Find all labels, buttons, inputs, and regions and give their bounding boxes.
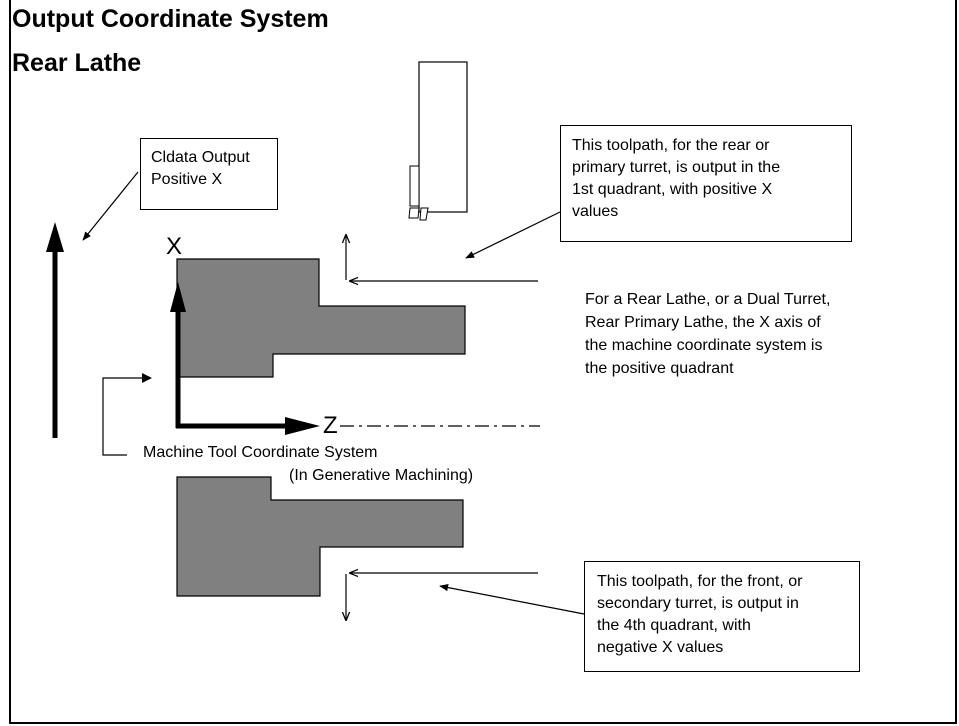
rear-callout-line: values xyxy=(572,203,619,220)
front-callout-leader-arrow xyxy=(439,584,585,615)
rear-callout-line: primary turret, is output in the xyxy=(572,159,781,176)
cldata-output-line1: Cldata Output xyxy=(151,149,250,166)
cldata-output-line2: Positive X xyxy=(151,171,223,188)
machine-label-bracket-head xyxy=(142,373,152,383)
note-line: For a Rear Lathe, or a Dual Turret, xyxy=(585,291,831,308)
note-line: Rear Primary Lathe, the X axis of xyxy=(585,314,821,331)
upper-workpiece xyxy=(176,258,466,378)
machine-z-axis-arrow xyxy=(176,417,320,435)
machine-coordinate-label-line1: Machine Tool Coordinate System xyxy=(143,444,378,461)
front-callout-line: the 4th quadrant, with xyxy=(597,617,751,634)
lower-workpiece xyxy=(176,476,464,597)
note-line: the machine coordinate system is xyxy=(585,337,823,354)
cldata-leader-arrow xyxy=(82,171,139,241)
diagram-frame xyxy=(9,0,957,724)
note-line: the positive quadrant xyxy=(585,360,734,377)
front-toolpath-callout: This toolpath, for the front, or seconda… xyxy=(584,561,860,672)
page-title: Output Coordinate System xyxy=(12,5,329,33)
z-axis-label: Z xyxy=(323,412,338,439)
rear-lathe-note: For a Rear Lathe, or a Dual Turret, Rear… xyxy=(585,288,830,380)
front-callout-line: secondary turret, is output in xyxy=(597,595,799,612)
x-axis-label: X xyxy=(166,233,183,260)
rear-toolpath xyxy=(346,235,538,281)
machine-x-axis-arrow xyxy=(170,282,186,428)
cldata-positive-x-arrow xyxy=(46,222,64,438)
rear-callout-line: 1st quadrant, with positive X xyxy=(572,181,773,198)
machine-label-bracket xyxy=(102,377,142,456)
rear-callout-line: This toolpath, for the rear or xyxy=(572,137,770,154)
rear-toolpath-callout: This toolpath, for the rear or primary t… xyxy=(560,125,852,242)
machine-coordinate-label-line2: (In Generative Machining) xyxy=(289,467,474,484)
front-callout-line: This toolpath, for the front, or xyxy=(597,573,803,590)
cldata-output-box: Cldata Output Positive X xyxy=(140,138,278,210)
front-callout-line: negative X values xyxy=(597,639,724,656)
tool-holder xyxy=(408,61,468,221)
rear-callout-leader-arrow xyxy=(465,211,561,259)
page-subtitle: Rear Lathe xyxy=(12,49,142,77)
front-toolpath xyxy=(346,573,538,620)
